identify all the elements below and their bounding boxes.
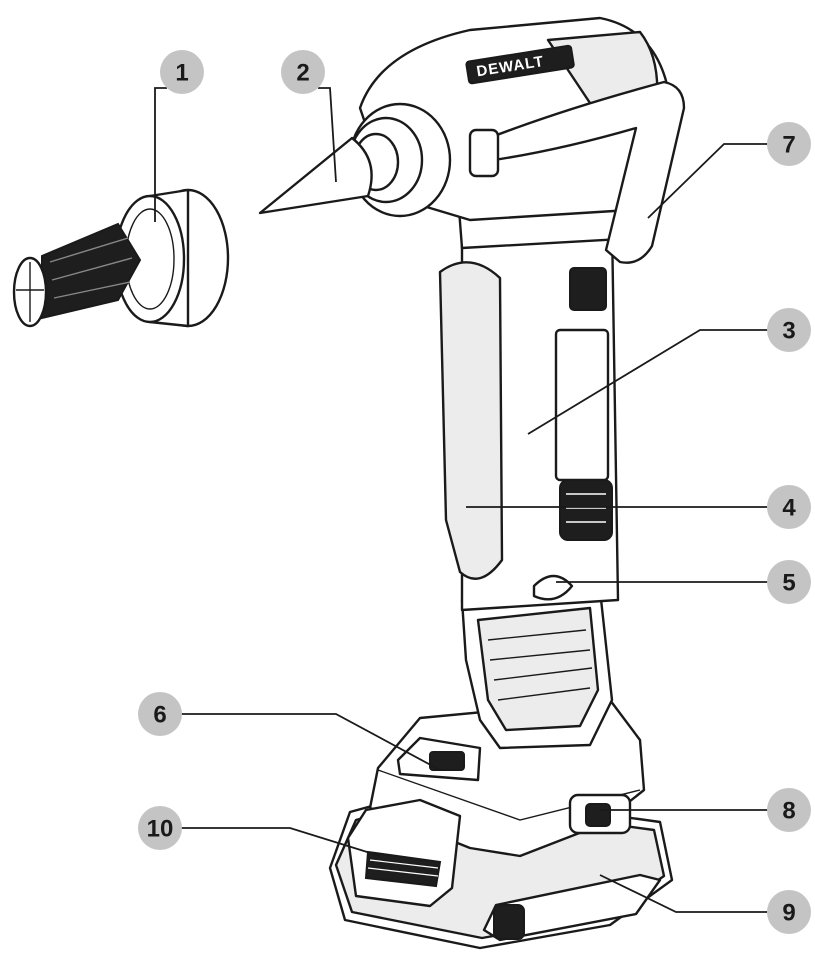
callout-7-circle [767,122,811,166]
hanger-bail [482,80,686,264]
callout-3-number: 3 [782,318,795,345]
callout-5-circle [767,560,811,604]
callout-10-number: 10 [147,816,174,843]
callout-2-circle [281,50,325,94]
callout-2-number: 2 [296,60,309,87]
callout-5: 5 [767,560,811,604]
callout-6: 6 [138,692,182,736]
battery-release-panel [346,798,462,908]
leader-lines [154,87,770,913]
callout-4-number: 4 [782,495,796,522]
callout-5-number: 5 [782,570,795,597]
leader-7 [647,143,770,219]
leader-10 [180,827,381,857]
leader-1 [154,87,167,222]
callout-4-circle [767,485,811,529]
expansion-cone [258,136,373,215]
callout-9-circle [767,890,811,934]
callout-8-circle [767,788,811,832]
callout-1: 1 [160,50,204,94]
callout-10-circle [138,806,182,850]
callout-3: 3 [767,308,811,352]
leader-3 [527,329,770,435]
expander-head-attachment [12,188,230,328]
callout-7-number: 7 [782,132,795,159]
leader-6 [180,713,441,771]
callout-6-circle [138,692,182,736]
callout-7: 7 [767,122,811,166]
callout-4: 4 [767,485,811,529]
side-grip [438,261,504,580]
callout-9: 9 [767,890,811,934]
callout-2: 2 [281,50,325,94]
callout-8-number: 8 [782,798,795,825]
callout-1-circle [160,50,204,94]
callout-6-number: 6 [153,702,166,729]
callout-9-number: 9 [782,900,795,927]
callout-3-circle [767,308,811,352]
callout-10: 10 [138,806,182,850]
callout-8: 8 [767,788,811,832]
leader-2 [318,87,337,183]
leader-9 [599,874,770,913]
callout-1-number: 1 [175,60,188,87]
tool-body: DEWALT [258,16,686,950]
